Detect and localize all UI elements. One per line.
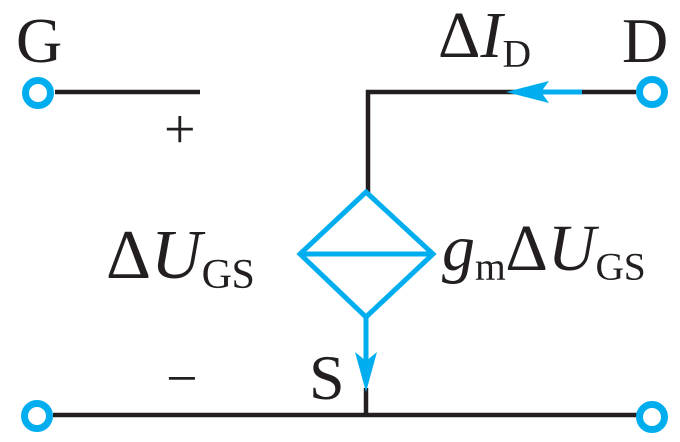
drain-wire xyxy=(365,89,636,193)
delta-symbol: Δ xyxy=(505,212,548,285)
source-terminal-label: S xyxy=(309,342,345,413)
drain-current-label: ΔID xyxy=(438,3,531,74)
source-terminal-left-icon xyxy=(21,400,53,432)
current-subscript: D xyxy=(502,31,531,76)
gate-terminal-icon xyxy=(22,77,54,109)
transconductance-symbol: g xyxy=(442,212,475,285)
voltage-subscript: GS xyxy=(201,252,255,299)
down-arrow-icon xyxy=(355,352,377,392)
transconductance-subscript: m xyxy=(475,244,506,289)
polarity-plus-label: + xyxy=(164,99,196,161)
voltage-symbol: U xyxy=(151,217,202,294)
delta-symbol: Δ xyxy=(438,0,481,72)
controlled-source-value-label: gmΔUGS xyxy=(442,216,646,289)
source-terminal-right-icon xyxy=(636,401,668,433)
drain-terminal-label: D xyxy=(622,5,669,76)
gate-terminal-label: G xyxy=(16,5,63,76)
delta-symbol: Δ xyxy=(106,217,152,294)
gate-source-voltage-label: ΔUGS xyxy=(106,221,255,299)
voltage-subscript: GS xyxy=(595,244,646,289)
voltage-symbol: U xyxy=(547,212,596,285)
polarity-minus-label: − xyxy=(166,348,198,410)
drain-terminal-icon xyxy=(636,76,668,108)
current-symbol: I xyxy=(480,0,503,72)
left-arrow-icon xyxy=(506,81,549,103)
